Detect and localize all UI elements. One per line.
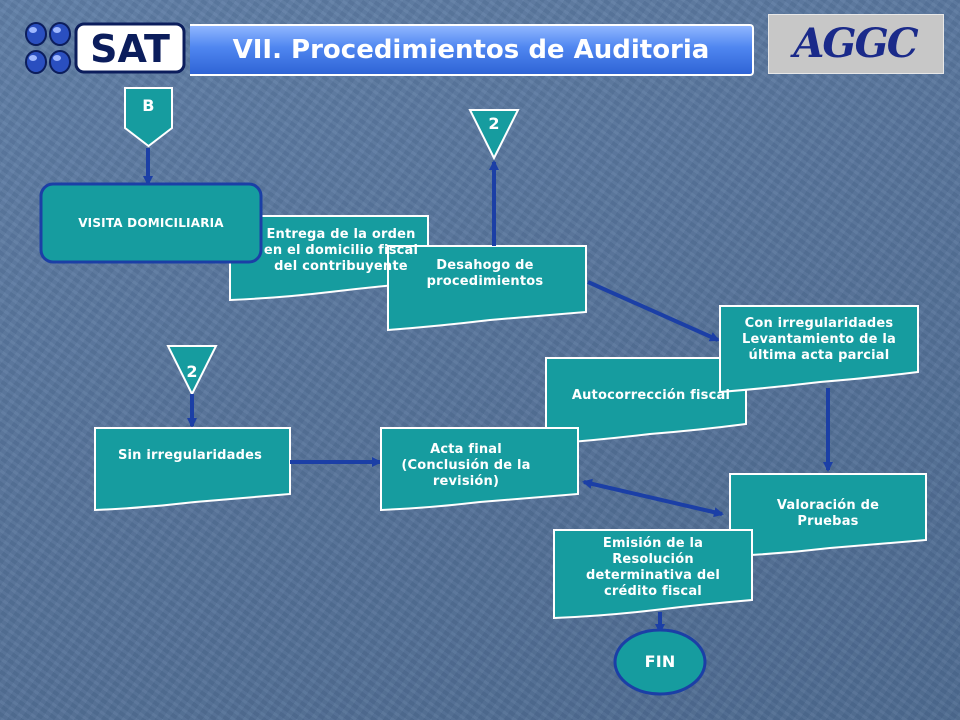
- valoracion-shape: [729, 473, 927, 558]
- aggc-logo: [768, 14, 944, 74]
- acta-final-shape: [380, 427, 579, 512]
- connector-two-top-shape: [468, 109, 520, 161]
- autocorreccion-label: Autocorrección fiscal: [571, 388, 731, 403]
- sin-irregularidades-label: Sin irregularidades: [117, 448, 263, 463]
- fin-label: FIN: [644, 652, 676, 671]
- desahogo-label: Desahogo de procedimientos: [426, 258, 544, 289]
- arrow-acta-final-valoracion: [582, 478, 724, 518]
- entrega-label: Entrega de la orden en el domicilio fisc…: [263, 227, 419, 274]
- sat-logo-text: SAT: [90, 27, 170, 71]
- connector-b-label: B: [142, 96, 155, 115]
- con-irregularidades-label: Con irregularidades Levantamiento de la …: [741, 316, 896, 363]
- acta-final-label: Acta final (Conclusión de la revisión): [401, 442, 531, 489]
- page-title: VII. Procedimientos de Auditoria: [232, 35, 710, 65]
- visita-label: VISITA DOMICILIARIA: [78, 216, 224, 230]
- connector-two-top-label: 2: [488, 114, 500, 133]
- sat-logo: SAT: [16, 10, 186, 86]
- valoracion-label: Valoración de Pruebas: [776, 498, 880, 529]
- title-banner: VII. Procedimientos de Auditoria: [190, 24, 754, 76]
- emision-shape: [553, 529, 753, 620]
- con-irregularidades-shape: [719, 305, 919, 394]
- emision-label: Emisión de la Resolución determinativa d…: [585, 536, 721, 599]
- sin-irregularidades-shape: [94, 427, 291, 512]
- desahogo-shape: [387, 245, 587, 332]
- visita-shape: [39, 182, 263, 264]
- arrow-desahogo-to-con-irregularidades: [587, 280, 720, 342]
- connector-two-left-label: 2: [186, 362, 198, 381]
- sat-logo-dots-icon: [25, 22, 71, 74]
- connector-b-shape: [124, 87, 173, 148]
- aggc-logo-text: AGGC: [793, 19, 918, 67]
- fin-shape: [613, 628, 707, 696]
- connector-two-left-shape: [166, 345, 218, 397]
